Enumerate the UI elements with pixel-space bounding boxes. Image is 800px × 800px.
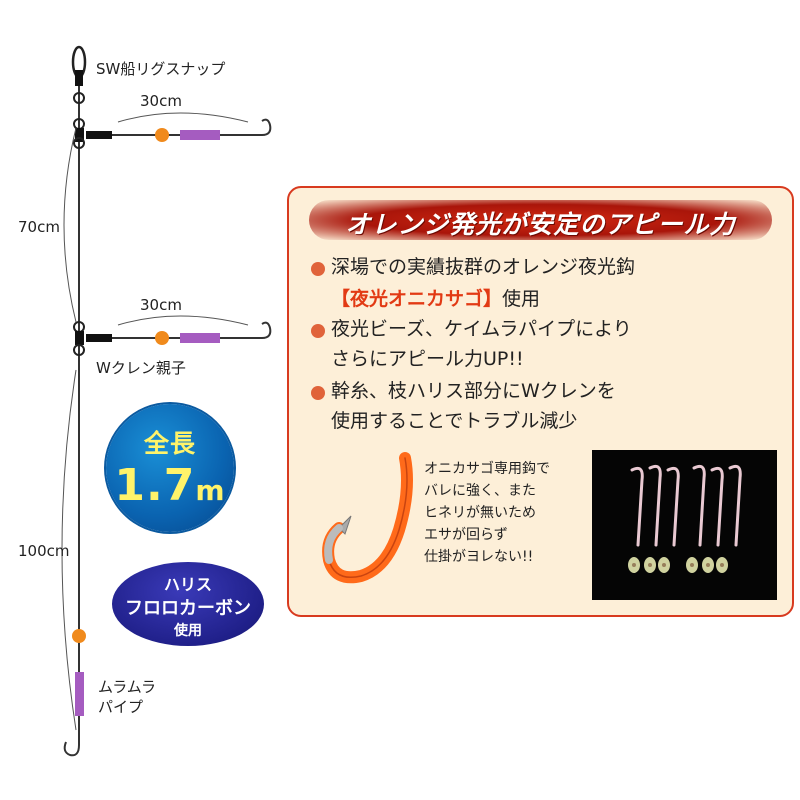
orange-hook-icon bbox=[322, 452, 413, 584]
feature-1-line2: 【夜光オニカサゴ】使用 bbox=[331, 288, 541, 310]
total-length-value: 1.7m bbox=[114, 460, 226, 511]
lower-bead bbox=[72, 629, 86, 643]
glowing-hooks-photo bbox=[592, 450, 777, 600]
hook-note-line5: 仕掛がヨレない!! bbox=[424, 549, 534, 565]
lower-pipe bbox=[75, 672, 84, 716]
panel-title: オレンジ発光が安定のアピール力 bbox=[345, 210, 736, 239]
feature-2-line1: 夜光ビーズ、ケイムラパイプにより bbox=[331, 318, 632, 340]
hook-note-line4: エサが回らず bbox=[424, 527, 508, 543]
hook-note-line3: ヒネリが無いため bbox=[424, 505, 536, 521]
feature-panel: オレンジ発光が安定のアピール力 深場での実績抜群のオレンジ夜光鈎 【夜光オニカサ… bbox=[287, 186, 794, 617]
total-length-label: 全長 bbox=[143, 429, 196, 458]
snap-label: SW船リグスナップ bbox=[96, 60, 226, 78]
feature-3-line2: 使用することでトラブル減少 bbox=[331, 410, 578, 432]
bottom-hook-icon bbox=[63, 716, 80, 757]
trunk-lower-length: 100cm bbox=[18, 542, 70, 560]
line-badge-line1: ハリス bbox=[163, 575, 212, 594]
swivel-label: Wクレン親子 bbox=[96, 359, 186, 377]
total-length-badge: 全長 1.7m bbox=[106, 404, 234, 532]
branch-2-length: 30cm bbox=[140, 296, 182, 314]
bullet-1-icon bbox=[311, 262, 325, 276]
upper-length-arc bbox=[63, 127, 77, 323]
feature-1-line1: 深場での実績抜群のオレンジ夜光鈎 bbox=[331, 256, 636, 278]
lower-length-arc bbox=[61, 369, 77, 731]
line-badge-line3: 使用 bbox=[174, 623, 202, 639]
feature-2-line2: さらにアピール力UP!! bbox=[331, 348, 524, 370]
snap-icon bbox=[71, 45, 87, 104]
swivel-1-icon bbox=[73, 118, 112, 149]
feature-3-line1: 幹糸、枝ハリス部分にWクレンを bbox=[331, 380, 616, 402]
line-badge-line2: フロロカーボン bbox=[125, 598, 251, 619]
bullet-2-icon bbox=[311, 324, 325, 338]
pipe-label-line2: パイプ bbox=[98, 698, 144, 716]
hook-note: オニカサゴ専用鈎で バレに強く、また ヒネリが無いため エサが回らず 仕掛がヨレ… bbox=[424, 458, 550, 568]
panel-title-ribbon bbox=[309, 200, 772, 240]
branch-1 bbox=[112, 112, 272, 142]
line-material-badge: ハリス フロロカーボン 使用 bbox=[112, 562, 264, 646]
bullet-3-icon bbox=[311, 386, 325, 400]
trunk-upper-length: 70cm bbox=[18, 218, 60, 236]
hook-note-line2: バレに強く、また bbox=[424, 483, 536, 499]
pipe-label-line1: ムラムラ bbox=[98, 678, 157, 696]
hook-note-line1: オニカサゴ専用鈎で bbox=[424, 461, 550, 477]
swivel-2-icon bbox=[73, 321, 112, 356]
branch-1-length: 30cm bbox=[140, 92, 182, 110]
branch-2 bbox=[112, 315, 272, 345]
